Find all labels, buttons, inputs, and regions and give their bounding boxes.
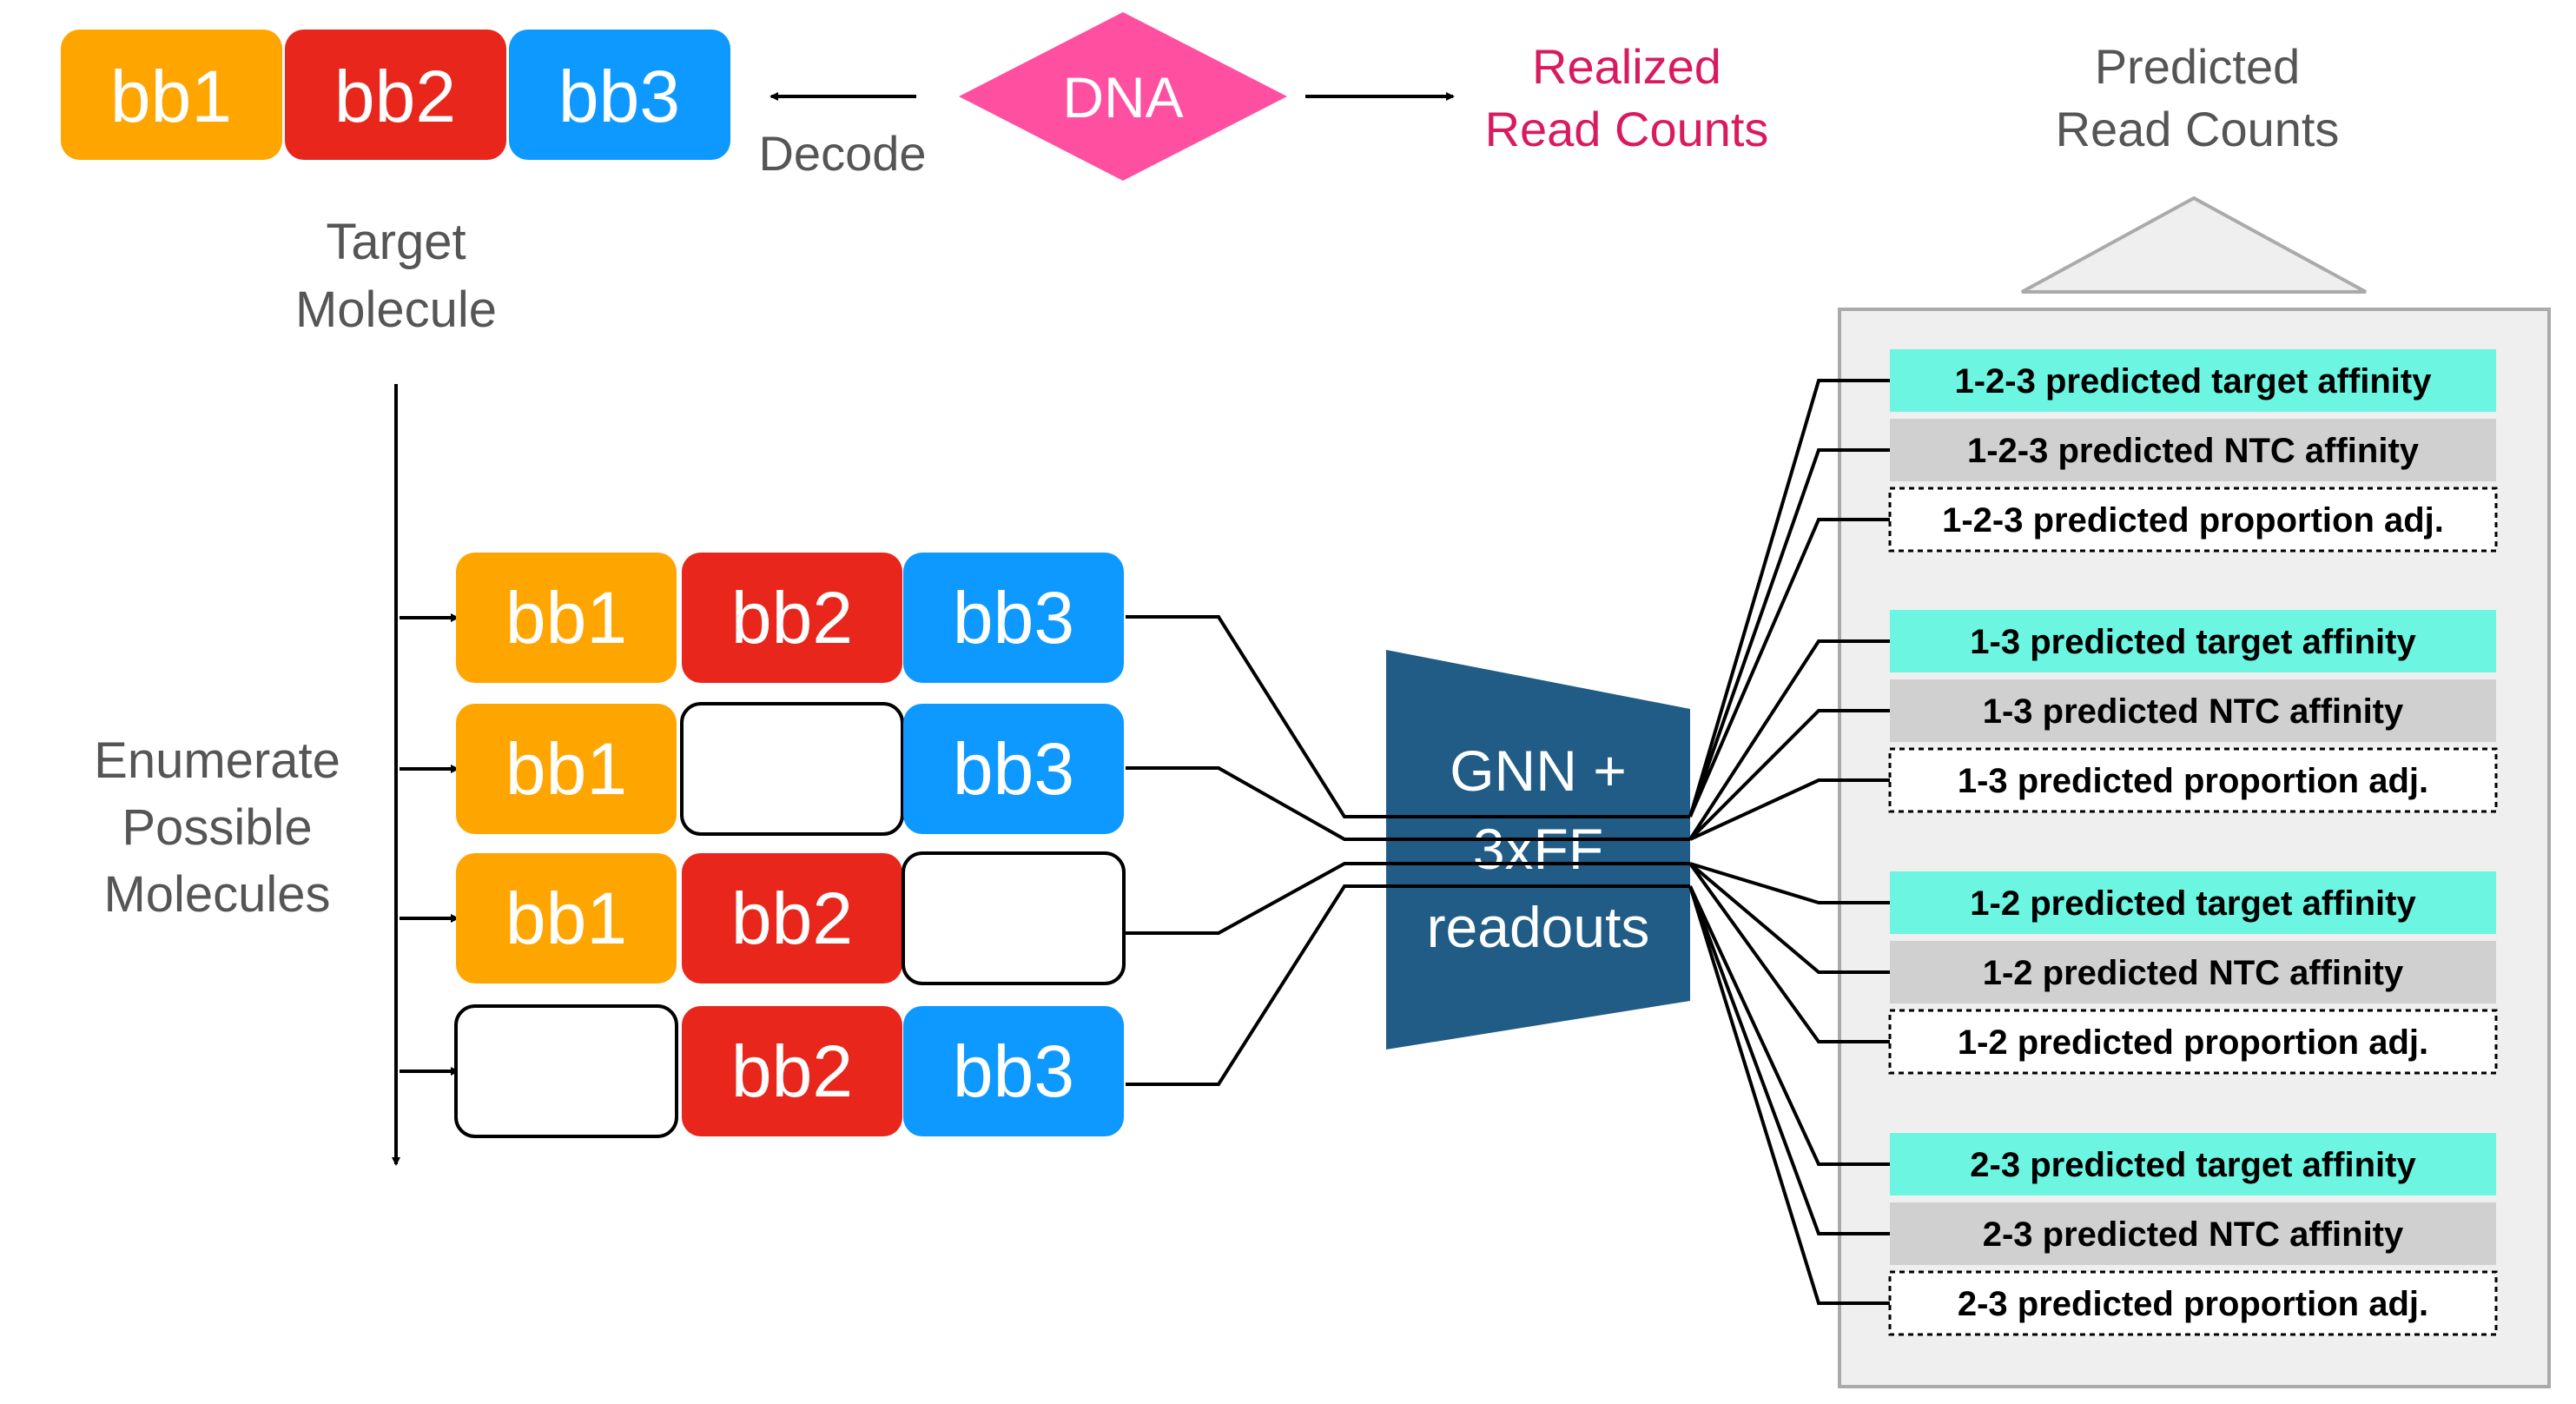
molecule-3-block-2: [682, 853, 902, 983]
output-1-prop-row: [1888, 487, 2498, 553]
output-2-prop-label: 1-3 predicted proportion adj.: [1958, 762, 2428, 800]
target-bb2-block: [285, 30, 506, 160]
enumerate-label-line3: Molecules: [103, 866, 330, 923]
fanout-line-2-target: [1688, 639, 1890, 841]
molecule-to-model-lines: [1126, 615, 1386, 1086]
molecule-1-block-2: [682, 553, 902, 683]
molecule-2-label-1: bb1: [505, 728, 627, 810]
dna-label: DNA: [1062, 65, 1183, 129]
output-3-prop-row: [1888, 1009, 2498, 1075]
output-2-prop-row: [1888, 747, 2498, 813]
model-to-output-lines: [1688, 379, 1890, 1305]
output-1-ntc-label: 1-2-3 predicted NTC affinity: [1967, 432, 2420, 470]
output-1-prop-label: 1-2-3 predicted proportion adj.: [1942, 501, 2444, 540]
fanout-line-4-prop: [1688, 885, 1890, 1305]
predicted-label-line2: Read Counts: [2056, 102, 2340, 156]
output-4-ntc-row: [1890, 1202, 2496, 1265]
fanout-line-3-ntc: [1688, 862, 1890, 974]
output-2-target-row: [1890, 610, 2496, 672]
enumerate-label-line2: Possible: [122, 799, 312, 856]
fanout-line-1-target: [1688, 379, 1890, 818]
predicted-pointer-triangle: [2021, 195, 2367, 294]
enumerated-molecules: bb1 bb2 bb3 bb1 bb3 bb1 bb2 bb2 bb3: [400, 553, 1126, 1138]
output-3-target-row: [1890, 871, 2496, 934]
molecule-2-block-3: [903, 704, 1124, 834]
molecule-1-label-3: bb3: [953, 577, 1074, 659]
gnn-model-block: [1386, 650, 1690, 1050]
molecule-4-label-3: bb3: [953, 1030, 1074, 1112]
target-molecule-label-line1: Target: [326, 214, 466, 270]
model-label-line2: 3xFF: [1473, 817, 1603, 881]
decode-label: Decode: [758, 126, 926, 181]
fanout-line-2-ntc: [1688, 709, 1890, 841]
output-4-target-row: [1890, 1133, 2496, 1195]
target-bb1-label: bb1: [110, 56, 232, 137]
molecule-4-block-3: [903, 1006, 1124, 1136]
dna-diamond: [959, 12, 1287, 181]
output-2-target-label: 1-3 predicted target affinity: [1970, 623, 2416, 661]
model-label-line3: readouts: [1427, 895, 1650, 959]
molecule-1-link: [1126, 615, 1386, 818]
fanout-line-3-prop: [1688, 862, 1890, 1043]
molecule-4-link: [1126, 884, 1386, 1086]
molecule-3-block-1: [456, 853, 677, 983]
fanout-line-1-ntc: [1688, 448, 1890, 818]
target-bb3-block: [509, 30, 730, 160]
fanout-line-3-target: [1689, 862, 1890, 904]
molecule-3-link: [1126, 862, 1386, 935]
molecule-3-block-3: [902, 851, 1126, 985]
molecule-2-block-1: [456, 704, 677, 834]
predicted-label-line1: Predicted: [2095, 39, 2301, 94]
enumerate-label-line1: Enumerate: [94, 732, 340, 789]
output-3-target-label: 1-2 predicted target affinity: [1970, 884, 2416, 923]
output-4-prop-label: 2-3 predicted proportion adj.: [1958, 1285, 2428, 1323]
output-3-ntc-label: 1-2 predicted NTC affinity: [1983, 954, 2404, 992]
output-3-prop-label: 1-2 predicted proportion adj.: [1958, 1023, 2428, 1062]
target-bb3-label: bb3: [558, 56, 680, 137]
output-2-ntc-row: [1890, 679, 2496, 742]
fanout-line-4-ntc: [1688, 885, 1890, 1235]
output-4-target-label: 2-3 predicted target affinity: [1970, 1146, 2416, 1184]
output-3-ntc-row: [1890, 941, 2496, 1003]
target-bb2-label: bb2: [334, 56, 456, 137]
molecule-1-block-3: [903, 553, 1124, 683]
output-2-ntc-label: 1-3 predicted NTC affinity: [1983, 692, 2404, 731]
molecule-1-label-2: bb2: [731, 577, 853, 659]
molecule-1-label-1: bb1: [505, 577, 627, 659]
fanout-line-4-target: [1688, 885, 1890, 1166]
output-4-prop-row: [1888, 1270, 2498, 1336]
molecule-2-label-3: bb3: [953, 728, 1074, 810]
realized-label-line2: Read Counts: [1485, 102, 1769, 156]
fanout-line-2-prop: [1689, 778, 1890, 841]
output-1-ntc-row: [1890, 419, 2496, 481]
target-bb1-block: [61, 30, 282, 160]
prediction-outputs: 1-2-3 predicted target affinity 1-2-3 pre…: [1888, 349, 2498, 1336]
molecule-2-link: [1126, 766, 1386, 841]
target-molecule-label-line2: Molecule: [295, 281, 497, 338]
molecule-3-label-2: bb2: [731, 878, 853, 959]
model-through-lines: [1386, 815, 1690, 888]
molecule-2-block-2: [680, 702, 904, 836]
molecule-1-block-1: [456, 553, 677, 683]
target-molecule: bb1 bb2 bb3: [61, 30, 730, 160]
fanout-line-1-prop: [1688, 518, 1890, 818]
molecule-4-label-2: bb2: [731, 1030, 853, 1112]
output-1-target-label: 1-2-3 predicted target affinity: [1954, 362, 2432, 401]
molecule-4-block-2: [682, 1006, 902, 1136]
output-4-ntc-label: 2-3 predicted NTC affinity: [1983, 1215, 2404, 1254]
molecule-3-label-1: bb1: [505, 878, 627, 959]
molecule-4-block-1: [454, 1004, 678, 1138]
realized-label-line1: Realized: [1532, 39, 1721, 94]
model-label-line1: GNN +: [1450, 738, 1627, 803]
output-1-target-row: [1890, 349, 2496, 412]
